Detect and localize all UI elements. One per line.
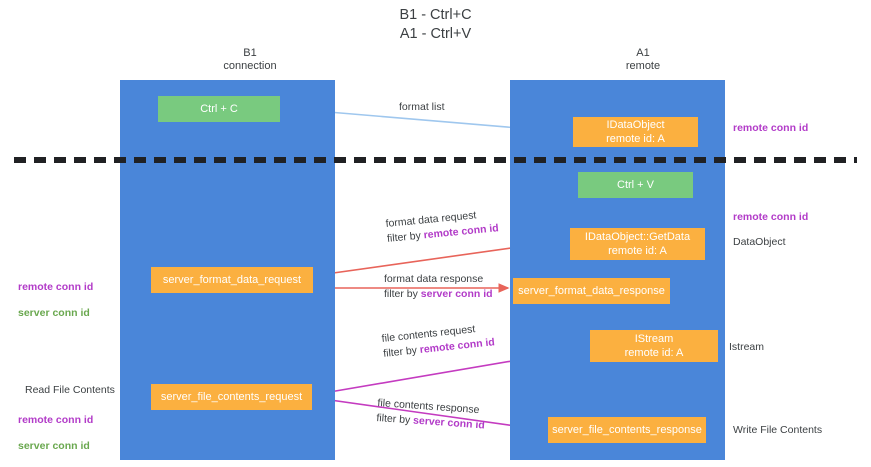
annotation-right-remote-conn-id-top: remote conn id [733,122,809,134]
column-header-a1: A1 remote [625,47,661,72]
filter-key-server-conn-id: server conn id [412,414,486,432]
annotation-left-server-conn-id-1: server conn id [18,307,90,319]
annotation-right-remote-conn-id-mid: remote conn id [733,211,809,223]
node-server-file-contents-response[interactable]: server_file_contents_response [548,417,706,443]
node-ctrl-v[interactable]: Ctrl + V [578,172,693,198]
annotation-right-write-file-contents: Write File Contents [733,424,823,436]
edge-label-format-data-response-text: format data response [384,273,484,285]
phase-separator-dashed-line [14,157,857,163]
node-server-format-data-response[interactable]: server_format_data_response [513,278,670,304]
annotation-right-istream: Istream [729,341,765,353]
filter-prefix: filter by [386,229,425,245]
node-idataobject[interactable]: IDataObject remote id: A [573,117,698,147]
annotation-left-conn-ids-top: remote conn id server conn id [18,268,93,333]
edge-label-format-data-response-filter: filter by server conn id [384,287,493,302]
node-ctrl-c[interactable]: Ctrl + C [158,96,280,122]
annotation-left-read-file-contents: Read File Contents [25,384,115,396]
edge-label-format-list: format list [399,101,445,113]
annotation-left-conn-ids-bottom: remote conn id server conn id [18,401,93,466]
node-server-file-contents-request[interactable]: server_file_contents_request [151,384,312,410]
filter-prefix: filter by [382,344,421,360]
column-header-b1: B1 connection [223,47,277,72]
annotation-left-server-conn-id-2: server conn id [18,440,90,452]
filter-prefix: filter by [384,288,421,300]
diagram-title: B1 - Ctrl+C A1 - Ctrl+V [399,7,472,42]
filter-key-server-conn-id: server conn id [420,288,493,300]
edge-label-format-data-response: format data response filter by server co… [384,272,493,302]
arrow-file-contents-response [315,397,546,434]
node-server-format-data-request[interactable]: server_format_data_request [151,267,313,293]
filter-prefix: filter by [376,411,414,427]
annotation-left-remote-conn-id-2: remote conn id [18,414,94,426]
annotation-right-dataobject: DataObject [733,236,786,248]
node-istream[interactable]: IStream remote id: A [590,330,718,362]
node-idataobject-getdata[interactable]: IDataObject::GetData remote id: A [570,228,705,260]
annotation-left-remote-conn-id-1: remote conn id [18,281,94,293]
